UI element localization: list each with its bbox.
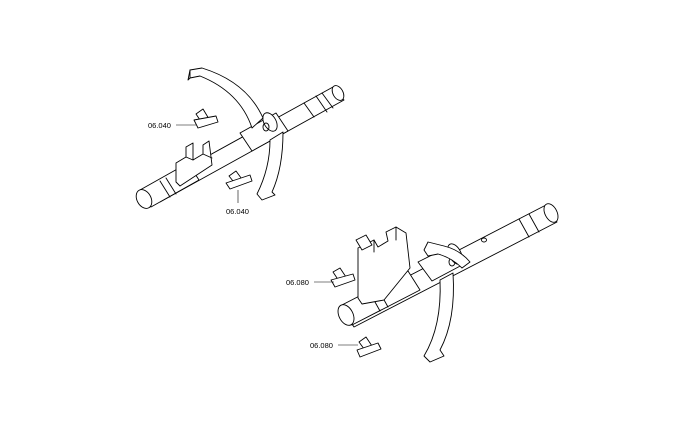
lower-pin-b	[356, 336, 382, 358]
upper-callout-left: 06.040	[148, 121, 196, 130]
lower-callout-left: 06.080	[286, 278, 334, 287]
upper-callout-lower-label: 06.040	[226, 207, 249, 216]
upper-shift-fork-assembly	[135, 67, 345, 209]
upper-fork-hub	[239, 112, 289, 152]
lower-callout-left-label: 06.080	[286, 278, 309, 287]
upper-fork-arms	[187, 67, 284, 201]
upper-pin-b	[225, 170, 253, 190]
lower-pin-a	[330, 267, 356, 288]
upper-selector-finger	[175, 140, 213, 187]
lower-shift-fork-assembly	[337, 203, 559, 363]
lower-selector-finger	[355, 226, 411, 305]
upper-callout-lower: 06.040	[226, 190, 249, 216]
lower-fork-arms	[423, 241, 471, 363]
upper-callout-left-label: 06.040	[148, 121, 171, 130]
upper-pin-a	[193, 108, 219, 129]
lower-callout-lower: 06.080	[310, 341, 358, 350]
lower-callout-lower-label: 06.080	[310, 341, 333, 350]
